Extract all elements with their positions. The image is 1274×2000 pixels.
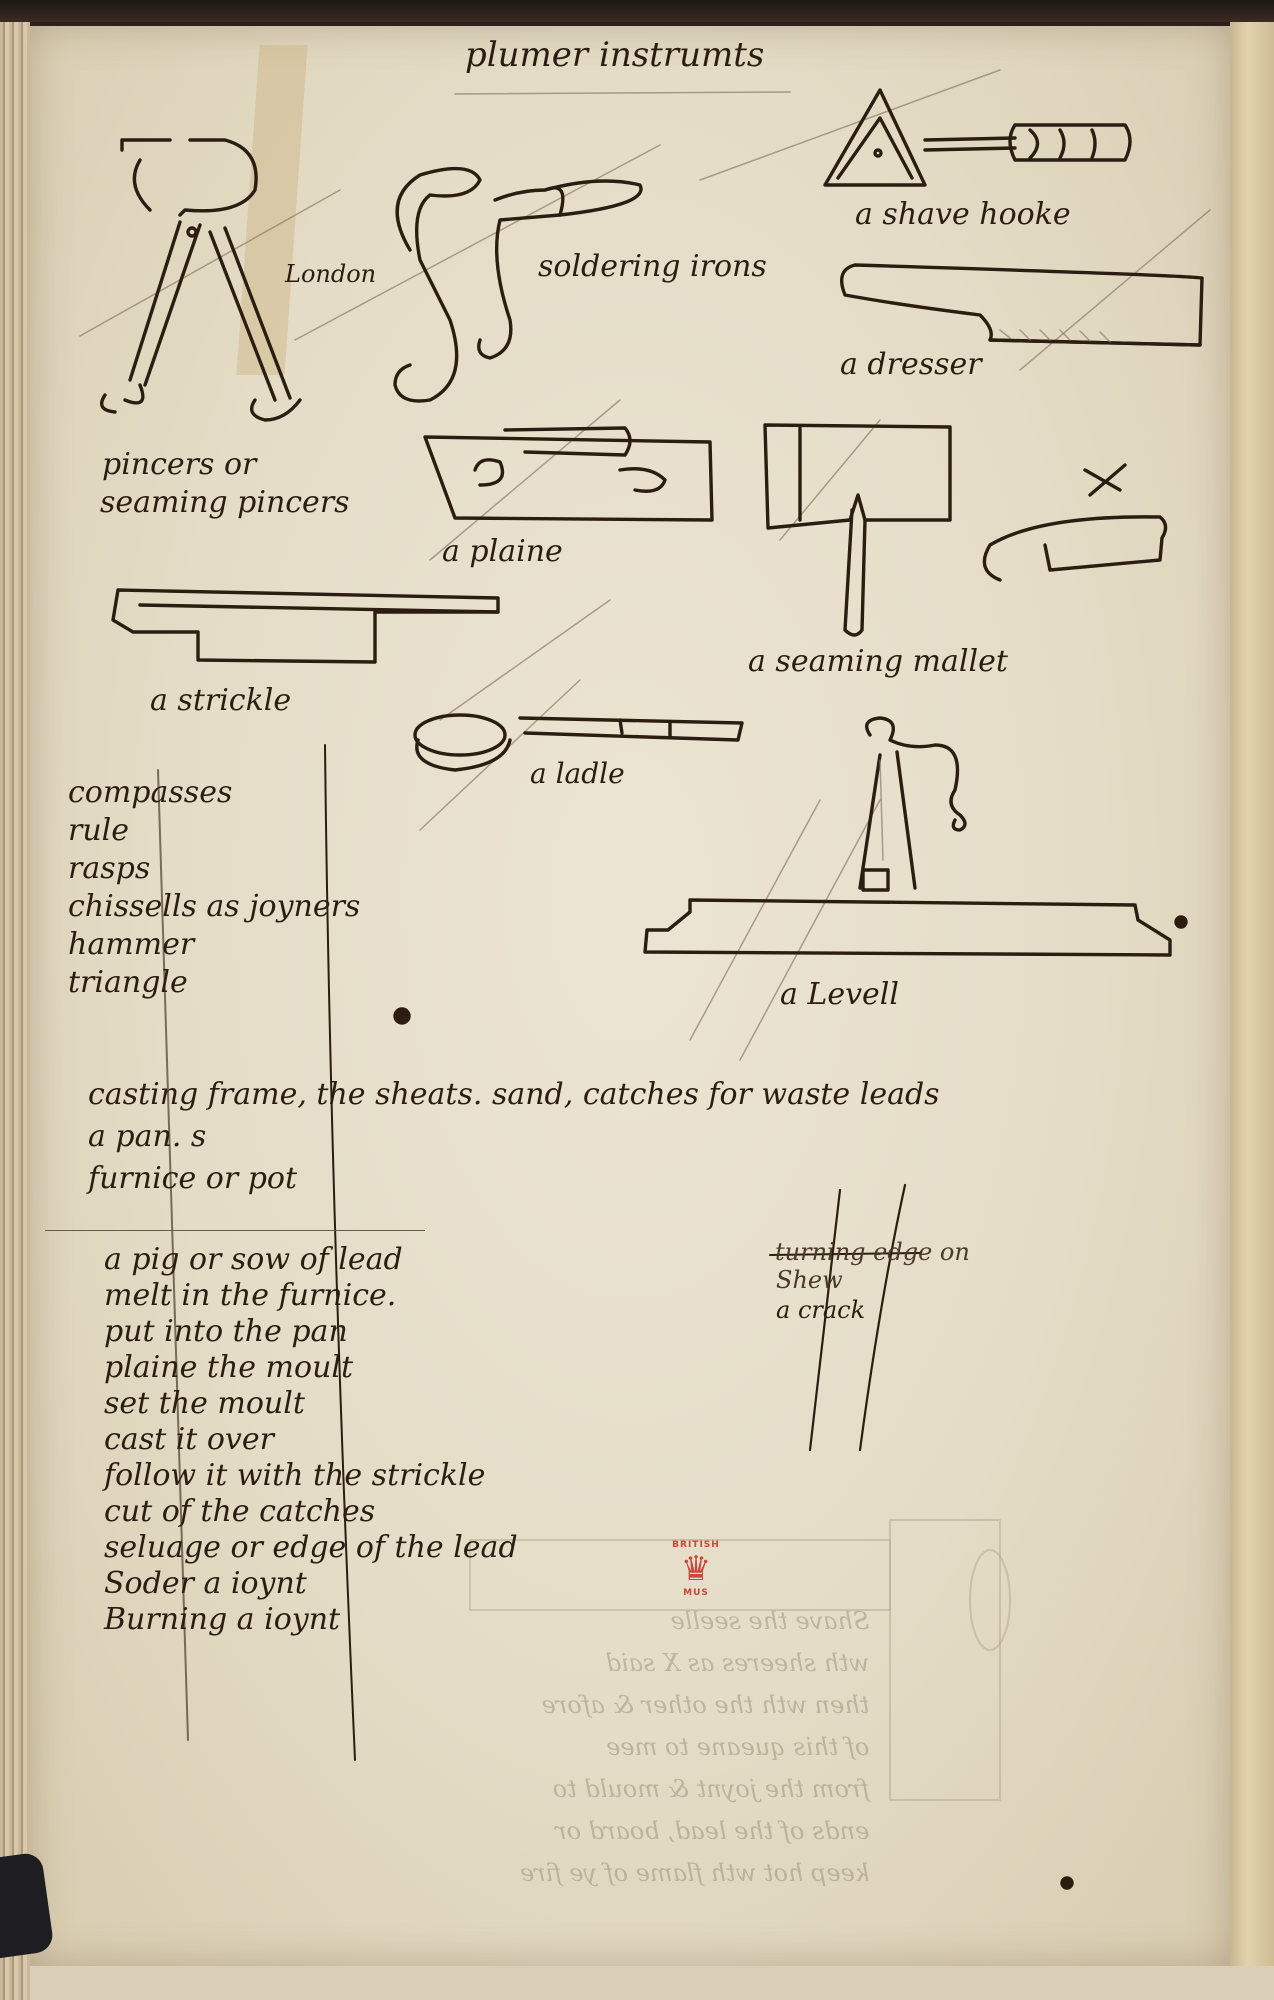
seaming-mallet-drawing (763, 423, 952, 637)
margin-note-struck: turning edge on (775, 1238, 970, 1266)
page-edges-left (0, 22, 30, 2000)
tool-list: compasses rule rasps chissells as joyner… (68, 778, 360, 998)
label-pincers-line2: seaming pincers (100, 485, 350, 520)
label-ladle: a ladle (530, 757, 625, 790)
show-through-drawings (469, 1519, 1011, 1801)
process-steps: a pig or sow of lead melt in the furnice… (104, 1245, 518, 1635)
tool-list-item: rule (68, 813, 130, 848)
pincers-drawing (100, 138, 302, 422)
tool-list-item: hammer (68, 927, 195, 962)
label-soldering-irons: soldering irons (538, 249, 767, 284)
manuscript-page (30, 26, 1230, 1966)
process-step: put into the pan (104, 1314, 348, 1349)
tool-list-item: rasps (68, 851, 151, 886)
dresser-drawing (840, 263, 1204, 347)
label-pincers-line1: pincers or (102, 447, 257, 482)
page-heading: plumer instrumts (465, 35, 765, 75)
process-step: cut of the catches (104, 1494, 376, 1529)
margin-note-shew: Shew (776, 1266, 843, 1294)
process-step: Burning a ioynt (104, 1602, 341, 1637)
label-plaine: a plaine (442, 534, 563, 569)
process-step: melt in the furnice. (104, 1278, 397, 1313)
plaine-drawing (423, 426, 714, 522)
strickle-drawing (111, 588, 500, 664)
book-binding-top (0, 0, 1274, 22)
process-step: set the moult (104, 1386, 305, 1421)
margin-note-crack: a crack (776, 1296, 866, 1324)
column-rules (157, 744, 356, 1761)
process-step: seluage or edge of the lead (104, 1530, 518, 1565)
casting-notes: casting frame, the sheats. sand, catches… (88, 1080, 940, 1194)
soldering-irons-drawing (393, 166, 643, 403)
stamp-bottom-text: MUS (683, 1588, 709, 1598)
british-museum-stamp: BRITISH ♛ MUS (666, 1540, 726, 1620)
label-strickle: a strickle (150, 683, 292, 718)
heading-underline (454, 91, 791, 95)
page-edge-right (1230, 22, 1274, 2000)
process-step: plaine the moult (104, 1350, 354, 1385)
label-london: London (285, 260, 377, 288)
page-bottom-strip (30, 1966, 1274, 2000)
tool-list-item: chissells as joyners (68, 889, 361, 924)
process-step: Soder a ioynt (104, 1566, 307, 1601)
casting-notes-rule (45, 1230, 425, 1231)
shave-hooke-drawing (823, 88, 1132, 187)
tool-list-item: compasses (68, 775, 233, 810)
process-step: cast it over (104, 1422, 274, 1457)
crown-icon: ♛ (680, 1549, 712, 1589)
ink-blots (393, 915, 1188, 1890)
process-step: follow it with the strickle (104, 1458, 486, 1493)
hook-blade-drawing (982, 463, 1168, 582)
strike-through-line (769, 1252, 921, 1256)
label-dresser: a dresser (840, 347, 982, 382)
stamp-top-text: BRITISH (672, 1540, 720, 1550)
process-step: a pig or sow of lead (104, 1242, 403, 1277)
casting-note: a pan. s (88, 1119, 207, 1154)
label-levell: a Levell (780, 977, 899, 1012)
casting-note: furnice or pot (88, 1161, 298, 1196)
tool-list-item: triangle (68, 965, 188, 1000)
ladle-drawing (413, 713, 744, 772)
label-shave-hooke: a shave hooke (855, 197, 1071, 232)
levell-drawing (643, 716, 1172, 957)
margin-strokes (808, 1183, 907, 1452)
casting-note: casting frame, the sheats. sand, catches… (88, 1077, 940, 1112)
label-seaming-mallet: a seaming mallet (748, 644, 1008, 679)
